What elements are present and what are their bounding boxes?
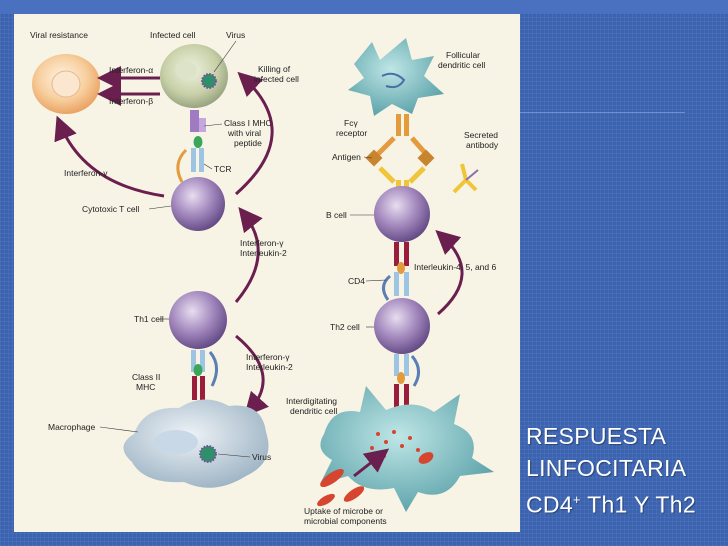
killing-label-2: infected cell xyxy=(254,74,299,84)
cytotoxic-t-cell xyxy=(171,177,225,231)
cd4-label: CD4 xyxy=(348,276,365,286)
th1-label: Th1 cell xyxy=(134,314,164,324)
ifn-il2-top-2: Interleukin-2 xyxy=(240,248,287,258)
slide-title-line-1: RESPUESTA xyxy=(526,423,667,449)
b-cell-label: B cell xyxy=(326,210,347,220)
b-th2-receptors xyxy=(382,242,409,301)
interdigitating-label-1: Interdigitating xyxy=(286,396,337,406)
fc-receptor-antibody xyxy=(376,114,428,156)
viral-resistance-label: Viral resistance xyxy=(30,30,88,40)
uptake-label-2: microbial components xyxy=(304,516,387,526)
slide-title-line-3: CD4+ Th1 Y Th2 xyxy=(526,484,696,521)
follicular-label-2: dendritic cell xyxy=(438,60,485,70)
th2-dc-receptors xyxy=(394,354,420,408)
th1-cell xyxy=(169,291,227,349)
class-ii-label-1: Class II xyxy=(132,372,160,382)
class-i-label-2: with viral xyxy=(227,128,261,138)
macrophage-label: Macrophage xyxy=(48,422,96,432)
diagram-figure: Viral resistance Infected cell Virus Int… xyxy=(14,14,520,532)
b-cell xyxy=(374,186,430,242)
cd4-text: CD4 xyxy=(526,491,573,518)
interferon-gamma-label: Interferon-γ xyxy=(64,168,108,178)
ifn-il2-bot-1: Interferon-γ xyxy=(246,352,290,362)
class-i-mhc-receptor xyxy=(176,110,206,183)
th2-cell xyxy=(374,298,430,354)
interferon-beta-label: Interferon-β xyxy=(109,96,153,106)
fc-receptor-label-2: receptor xyxy=(336,128,367,138)
class-ii-mhc-receptor xyxy=(191,350,218,400)
class-i-label-1: Class I MHC xyxy=(224,118,272,128)
virus-top-label: Virus xyxy=(226,30,245,40)
virus-icon xyxy=(199,445,217,463)
antigen-label: Antigen xyxy=(332,152,361,162)
antigen-icon xyxy=(365,149,435,167)
ifn-il2-top-1: Interferon-γ xyxy=(240,238,284,248)
class-i-label-3: peptide xyxy=(234,138,262,148)
slide-top-bar xyxy=(0,0,728,14)
interferon-alpha-label: Interferon-α xyxy=(109,65,153,75)
interdigitating-dendritic-cell xyxy=(320,386,494,512)
infected-cell-label: Infected cell xyxy=(150,30,195,40)
follicular-label-1: Follicular xyxy=(446,50,480,60)
viral-resistance-cell xyxy=(32,54,100,114)
secreted-antibody-icon xyxy=(452,163,479,194)
th-text: Th1 Y Th2 xyxy=(580,491,696,518)
killing-label-1: Killing of xyxy=(258,64,291,74)
slide-title: RESPUESTA LINFOCITARIA CD4+ Th1 Y Th2 xyxy=(526,420,696,521)
slide-title-line-2: LINFOCITARIA xyxy=(526,455,687,481)
cd4-superscript: + xyxy=(572,492,581,507)
macrophage-cell xyxy=(123,399,269,488)
ifn-il2-bot-2: Interleukin-2 xyxy=(246,362,293,372)
immune-response-diagram: Viral resistance Infected cell Virus Int… xyxy=(30,30,499,526)
infected-cell xyxy=(160,44,228,108)
secreted-antibody-label-2: antibody xyxy=(466,140,499,150)
cytotoxic-label: Cytotoxic T cell xyxy=(82,204,139,214)
secreted-antibody-label-1: Secreted xyxy=(464,130,498,140)
follicular-dendritic-cell xyxy=(348,38,444,116)
uptake-label-1: Uptake of microbe or xyxy=(304,506,383,516)
class-ii-label-2: MHC xyxy=(136,382,155,392)
tcr-label: TCR xyxy=(214,164,231,174)
interleukins-label: Interleukin-4, 5, and 6 xyxy=(414,262,496,272)
virus-bottom-label: Virus xyxy=(252,452,271,462)
fc-receptor-label-1: Fcγ xyxy=(344,118,358,128)
microbe-icon xyxy=(317,468,365,507)
slide-divider-line xyxy=(520,112,685,113)
th2-label: Th2 cell xyxy=(330,322,360,332)
virus-icon xyxy=(201,73,217,89)
interdigitating-label-2: dendritic cell xyxy=(290,406,337,416)
